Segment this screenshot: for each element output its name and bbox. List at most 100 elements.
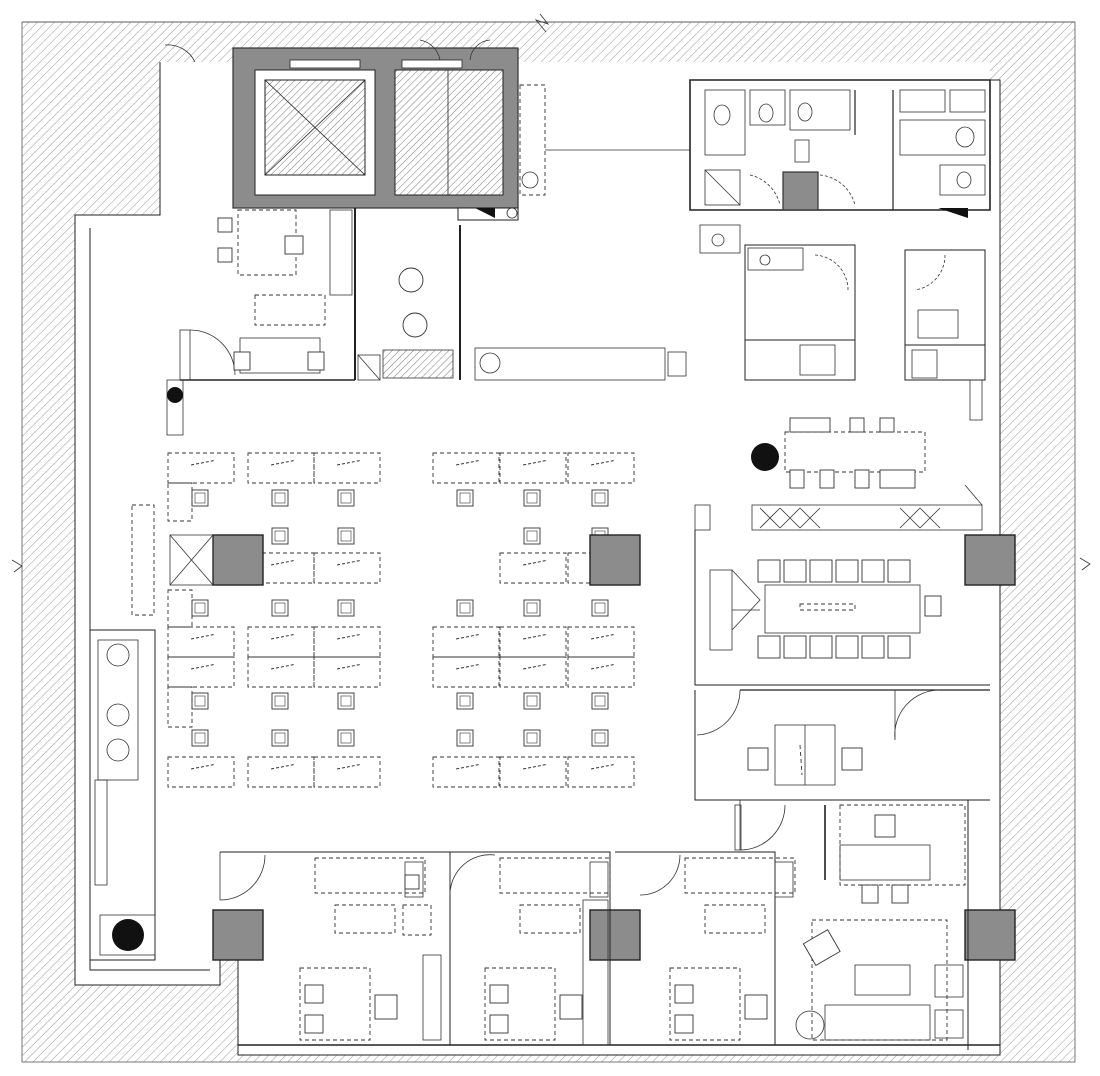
open-office-workstations <box>167 452 635 788</box>
guest-chair <box>489 1014 509 1034</box>
guest-chair <box>674 1014 694 1034</box>
desk <box>247 452 315 484</box>
side-cabinet <box>774 861 794 898</box>
guest-chair <box>304 984 324 1004</box>
manager-office <box>795 800 969 1050</box>
desk <box>567 626 635 658</box>
monitor <box>337 460 361 466</box>
chair-seat <box>526 492 538 504</box>
desk <box>167 452 235 484</box>
desk-chair <box>456 489 474 507</box>
desk-chair <box>523 599 541 617</box>
coffee-table <box>704 904 766 934</box>
conference-chair <box>757 635 781 659</box>
monitor <box>523 634 547 640</box>
desk-chair <box>456 692 474 710</box>
monitor <box>191 764 215 770</box>
monitor <box>456 460 480 466</box>
guest-chair <box>304 1014 324 1034</box>
monitor <box>591 664 615 670</box>
desk <box>432 626 500 658</box>
monitor <box>591 634 615 640</box>
chair-seat <box>194 492 206 504</box>
desk-chair <box>337 489 355 507</box>
monitor <box>271 560 295 566</box>
desk-chair <box>591 599 609 617</box>
chair-seat <box>594 602 606 614</box>
desk-chair <box>337 527 355 545</box>
chair-seat <box>274 732 286 744</box>
desk <box>167 656 235 688</box>
chair-seat <box>340 492 352 504</box>
office-desk <box>484 967 556 1041</box>
elevator-core <box>164 39 519 209</box>
breakout-table <box>751 379 983 531</box>
chair-seat <box>340 695 352 707</box>
conference-chair <box>887 559 911 583</box>
office-sofa <box>684 857 796 894</box>
coffee-table <box>519 904 581 934</box>
chair-seat <box>594 695 606 707</box>
conference-room <box>694 504 990 686</box>
chair-seat <box>274 530 286 542</box>
chair-seat <box>526 530 538 542</box>
office-sofa <box>314 857 426 894</box>
monitor <box>456 764 480 770</box>
private-offices <box>219 800 1000 1046</box>
desk <box>167 626 235 658</box>
desk-chair <box>271 729 289 747</box>
monitor <box>191 634 215 640</box>
desk <box>432 756 500 788</box>
desk <box>313 626 381 658</box>
desk-return <box>167 589 193 628</box>
desk-chair <box>591 692 609 710</box>
chair-seat <box>274 602 286 614</box>
restroom-block <box>689 79 991 254</box>
side-cabinet <box>589 861 609 898</box>
desk <box>499 552 567 584</box>
coffee-table <box>334 904 396 934</box>
desk-chair <box>456 599 474 617</box>
desk-chair <box>191 489 209 507</box>
desk <box>167 756 235 788</box>
structural-columns <box>169 534 1016 961</box>
cabinet <box>422 954 442 1041</box>
chair-seat <box>526 732 538 744</box>
office-sofa <box>499 857 611 894</box>
monitor <box>271 634 295 640</box>
reception-area <box>354 84 690 381</box>
monitor <box>337 664 361 670</box>
desk <box>499 656 567 688</box>
conference-chair <box>861 635 885 659</box>
reception-lounge <box>166 209 355 436</box>
chair-seat <box>194 695 206 707</box>
desk <box>247 656 315 688</box>
office-desk <box>299 967 371 1041</box>
desk <box>432 656 500 688</box>
desk <box>313 656 381 688</box>
desk <box>247 626 315 658</box>
desk-chair <box>523 692 541 710</box>
office-chair <box>559 994 583 1020</box>
desk-chair <box>456 729 474 747</box>
desk <box>499 626 567 658</box>
monitor <box>337 764 361 770</box>
chair-seat <box>340 530 352 542</box>
monitor <box>337 560 361 566</box>
desk <box>499 756 567 788</box>
desk-chair <box>271 527 289 545</box>
desk-return <box>167 482 193 522</box>
monitor <box>523 460 547 466</box>
office-chair <box>374 994 398 1020</box>
desk <box>567 656 635 688</box>
guest-chair <box>489 984 509 1004</box>
conference-chair <box>887 635 911 659</box>
desk-return <box>167 686 193 728</box>
conference-chair <box>809 559 833 583</box>
monitor <box>191 664 215 670</box>
chair-seat <box>526 602 538 614</box>
office-chair <box>744 994 768 1020</box>
desk <box>313 552 381 584</box>
desk-chair <box>191 692 209 710</box>
